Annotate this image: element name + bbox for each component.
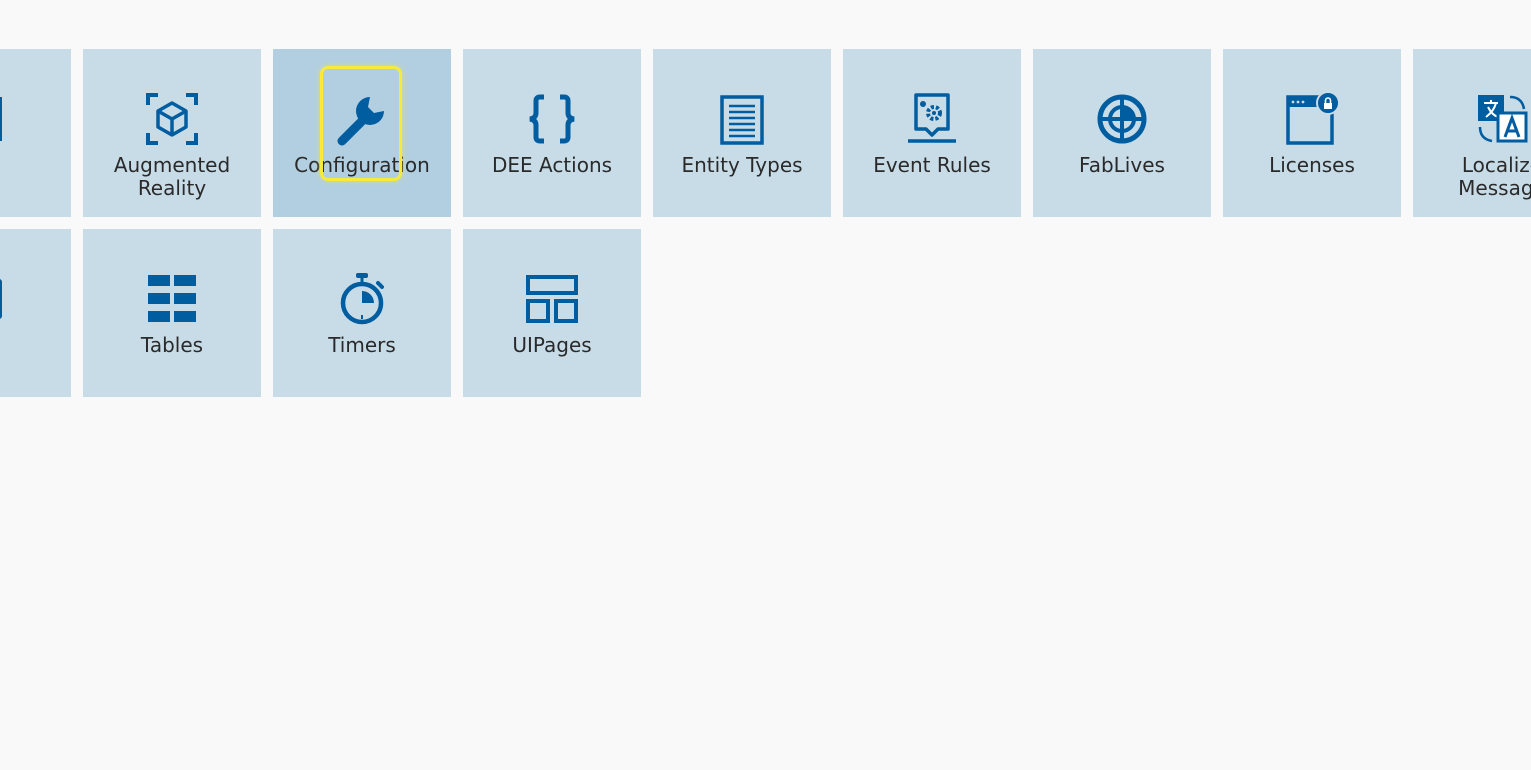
tile-label: FabLives: [1079, 153, 1165, 177]
ar-cube-icon: [144, 91, 200, 147]
tile-label: DEE Actions: [491, 153, 613, 177]
tile-label: m ring: [0, 334, 71, 380]
target-icon: [1094, 91, 1150, 147]
tile-label: Licenses: [1269, 153, 1355, 177]
tile-label: Timers: [328, 333, 396, 357]
tile-label: Localize Message: [1458, 153, 1531, 200]
wrench-icon: [334, 91, 390, 147]
tile-tables[interactable]: Tables: [83, 229, 261, 397]
layout-icon: [524, 271, 580, 327]
tile-label: Augmented Reality: [113, 153, 231, 200]
tile-localized-messages[interactable]: Localize Message: [1413, 49, 1531, 217]
window-lock-icon: [1284, 91, 1340, 147]
braces-icon: [524, 91, 580, 147]
tile-partial-row1[interactable]: s: [0, 49, 71, 217]
translate-icon: [1474, 91, 1530, 147]
list-document-icon: [714, 91, 770, 147]
tile-label: Entity Types: [681, 153, 803, 177]
tile-fablives[interactable]: FabLives: [1033, 49, 1211, 217]
stopwatch-icon: [334, 271, 390, 327]
tile-dee-actions[interactable]: DEE Actions: [463, 49, 641, 217]
tile-partial-right-clip: Localize Message: [1413, 0, 1531, 400]
tile-configuration[interactable]: Configuration: [273, 49, 451, 217]
table-icon: [144, 271, 200, 327]
tile-label: Tables: [140, 333, 204, 357]
tile-label: Event Rules: [873, 153, 991, 177]
gear-marker-icon: [904, 91, 960, 147]
tile-timers[interactable]: Timers: [273, 229, 451, 397]
tile-label: Configuration: [294, 153, 430, 177]
tile-uipages[interactable]: UIPages: [463, 229, 641, 397]
tile-label: s: [0, 154, 71, 177]
arrow-box-icon: [0, 271, 10, 327]
tile-licenses[interactable]: Licenses: [1223, 49, 1401, 217]
tile-augmented-reality[interactable]: Augmented Reality: [83, 49, 261, 217]
document-icon: [0, 91, 10, 147]
tile-label: UIPages: [512, 333, 592, 357]
tile-partial-row2[interactable]: m ring: [0, 229, 71, 397]
tile-entity-types[interactable]: Entity Types: [653, 49, 831, 217]
tile-partial-left-clip: s m ring: [0, 0, 71, 400]
tile-event-rules[interactable]: Event Rules: [843, 49, 1021, 217]
